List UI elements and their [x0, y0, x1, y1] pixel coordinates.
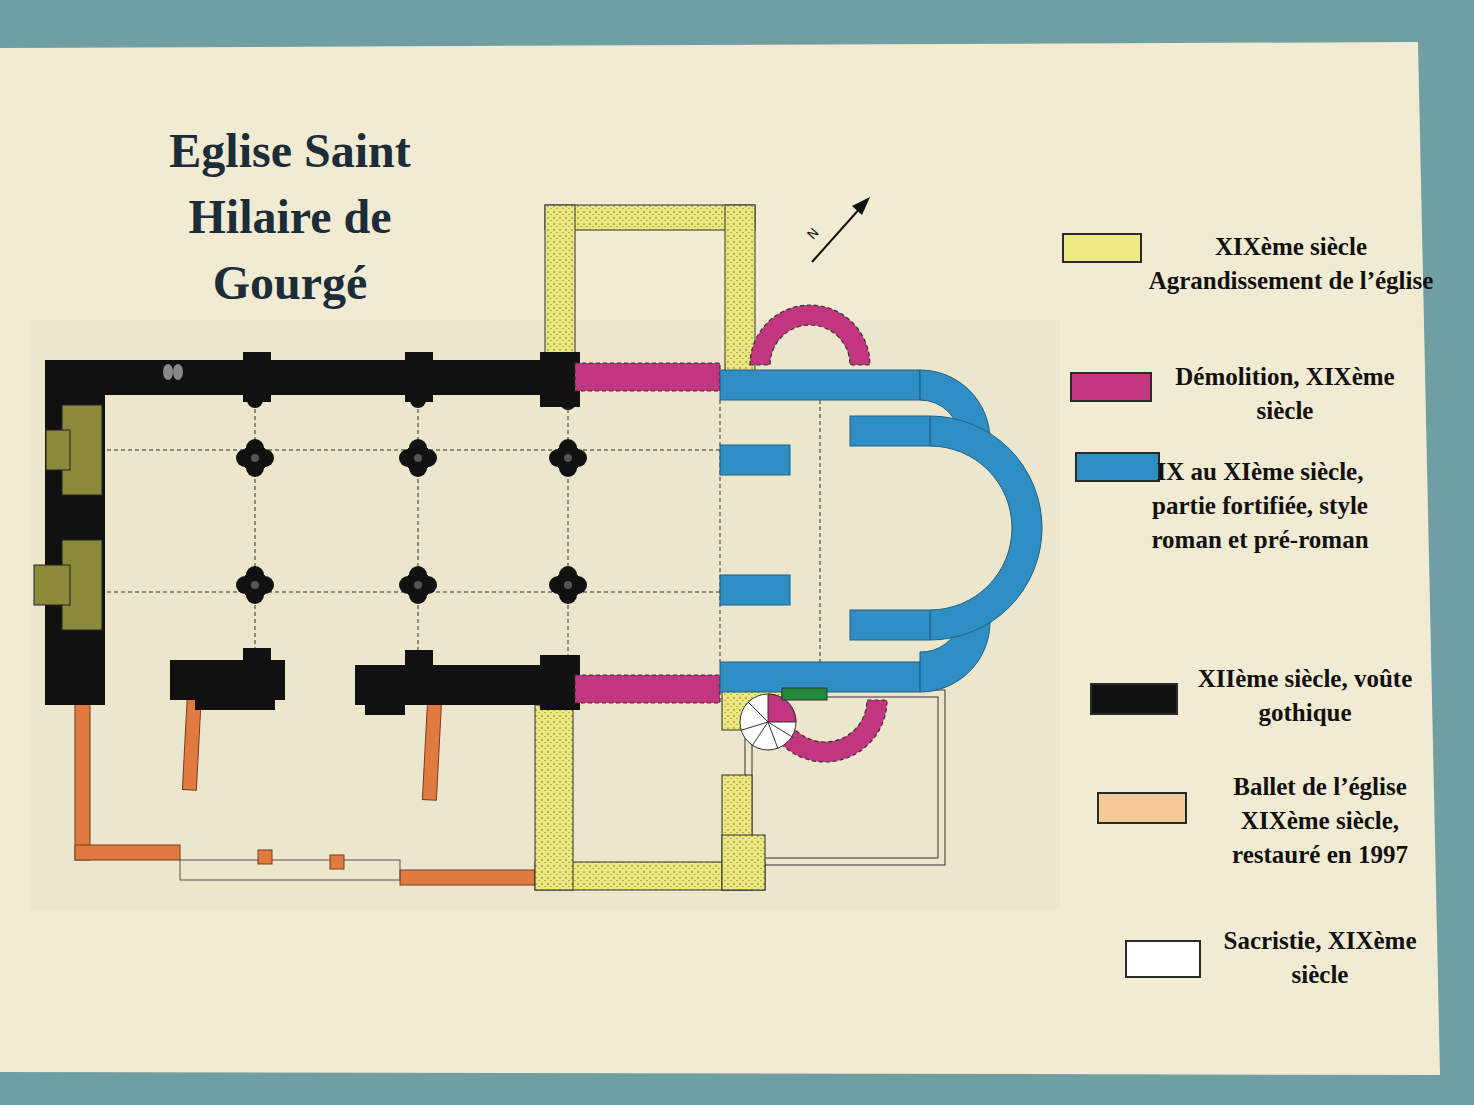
legend-text: XIIème siècle, voûte gothique	[1185, 662, 1425, 730]
porch-pad	[258, 850, 272, 864]
stair-step	[768, 722, 794, 738]
half-pillar	[410, 656, 426, 672]
transept-wall	[725, 205, 755, 375]
grid-line	[820, 400, 821, 662]
chevet-wall	[850, 416, 930, 446]
facade-buttress	[34, 405, 102, 630]
north-arrow-head	[852, 197, 870, 215]
sacristy-wall	[745, 690, 945, 865]
pillar	[399, 566, 437, 604]
green-wall	[782, 688, 827, 700]
legend-text: Démolition, XIXème siècle	[1150, 360, 1420, 428]
stair-steps	[742, 702, 794, 749]
demolished-wall	[575, 363, 720, 391]
legend-swatch	[1090, 683, 1178, 715]
transept-19c	[535, 205, 782, 890]
chevet-pier	[720, 445, 790, 475]
grid-line	[255, 395, 256, 660]
legend-swatch	[1125, 940, 1201, 978]
stair-step	[742, 722, 768, 730]
pillar	[549, 439, 587, 477]
demolished-wall	[575, 675, 720, 703]
central-apse	[930, 416, 1042, 640]
plan-shade	[30, 320, 1060, 910]
compass-label: N	[804, 225, 822, 242]
wall-step	[365, 700, 405, 715]
stair-step	[748, 702, 768, 722]
grid-line	[720, 400, 721, 662]
half-pillar	[410, 392, 426, 408]
legend-text: Sacristie, XIXème siècle	[1205, 924, 1435, 992]
pillar	[236, 439, 274, 477]
chevet-wall	[850, 610, 930, 640]
legend-text: Ballet de l’église XIXème siècle, restau…	[1196, 770, 1444, 872]
pillar	[549, 566, 587, 604]
porch-wall	[75, 845, 180, 860]
grid-line	[568, 395, 569, 665]
grid-line	[418, 395, 419, 662]
west-wall	[45, 360, 105, 705]
nave-wall	[80, 360, 575, 395]
stair-step	[768, 722, 778, 749]
legend-swatch	[1075, 452, 1160, 482]
wall-step	[195, 698, 275, 710]
buttress-nose	[34, 565, 70, 605]
legend-swatch	[1062, 233, 1142, 263]
porch-post	[422, 700, 441, 801]
stair-step	[752, 722, 768, 746]
plan-title: Eglise Saint Hilaire de Gourgé	[110, 118, 470, 316]
buttress	[243, 648, 271, 668]
legend-swatch	[1070, 372, 1152, 402]
pillar	[399, 439, 437, 477]
porch-wall	[75, 685, 90, 860]
panel-card	[0, 42, 1440, 1075]
spiral-stair	[740, 694, 796, 750]
half-pillar	[560, 394, 576, 410]
legend-text: IX au XIème siècle, partie fortifiée, st…	[1140, 455, 1380, 557]
porch	[75, 685, 535, 885]
chevet-pier	[720, 575, 790, 605]
buttress-nose	[46, 430, 70, 470]
wall-detail	[163, 364, 173, 380]
half-pillar	[247, 392, 263, 408]
pillar	[236, 566, 274, 604]
porch-pad	[330, 855, 344, 869]
buttress	[540, 655, 580, 710]
gothic-walls	[45, 352, 580, 715]
demolished-apsidiole	[750, 305, 870, 365]
porch-wall	[400, 870, 535, 885]
legend-text: XIXème siècle Agrandissement de l’église	[1146, 230, 1436, 298]
vault-grid	[60, 395, 820, 665]
romanesque-chevet	[720, 370, 1042, 692]
wall-detail	[173, 364, 183, 380]
porch-outline	[180, 860, 400, 880]
transept-wall	[535, 705, 573, 890]
transept-wall	[545, 205, 755, 230]
half-pillar	[247, 652, 263, 668]
transept-wall	[722, 835, 765, 890]
chevet-wall	[720, 370, 920, 400]
legend-swatch	[1097, 792, 1187, 824]
